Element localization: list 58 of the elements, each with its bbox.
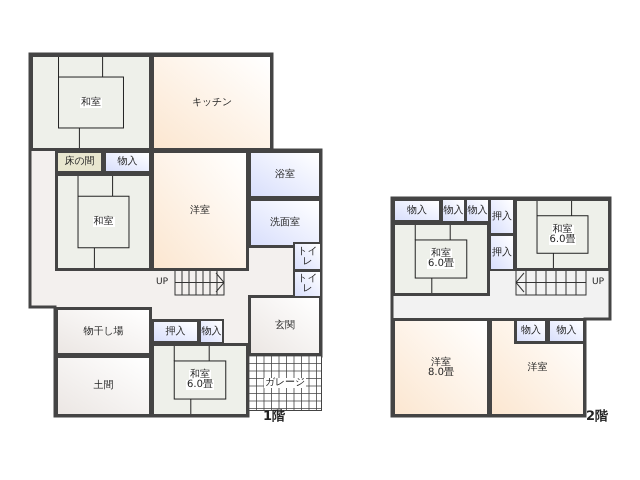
room-label: 6.0畳	[427, 259, 455, 269]
room-label: 物入	[444, 206, 464, 216]
room	[392, 198, 442, 223]
room-label: 物入	[556, 326, 576, 336]
stairs-direction-label: UP	[156, 278, 168, 287]
room	[55, 150, 104, 174]
room	[103, 150, 152, 174]
room-label: トイレ	[296, 246, 318, 266]
room-label: 和室	[552, 224, 574, 234]
room	[489, 234, 515, 271]
floor-label: 1階	[263, 410, 286, 423]
room-label: 6.0畳	[186, 380, 214, 390]
room-label: 床の間	[64, 157, 94, 167]
room-label: 和室	[92, 217, 114, 227]
floor-label: 2階	[586, 410, 608, 423]
room-label: 物入	[407, 206, 427, 216]
room-label: 和室	[189, 370, 211, 380]
room-label: トイレ	[296, 274, 318, 294]
room	[151, 54, 273, 151]
room-label: 土間	[94, 381, 114, 391]
room-label: 物入	[118, 157, 138, 167]
room-label: 物入	[521, 326, 541, 336]
room-label: 6.0畳	[548, 234, 576, 244]
room-label: 物入	[468, 206, 488, 216]
room-label: 押入	[492, 212, 512, 222]
room	[465, 198, 490, 223]
room	[441, 198, 466, 223]
room-label: 物干し場	[84, 326, 124, 336]
room-label: 洗面室	[270, 218, 300, 228]
room	[151, 319, 200, 344]
room	[514, 318, 548, 344]
room-label: キッチン	[192, 98, 232, 108]
room	[55, 355, 152, 417]
room	[489, 318, 586, 417]
room-label: 玄関	[275, 320, 295, 330]
room-label: 押入	[166, 326, 186, 336]
room-label: 洋室	[190, 206, 210, 216]
room-label: 8.0畳	[428, 368, 454, 378]
room	[293, 242, 322, 271]
room	[293, 270, 322, 298]
room-label: 洋室	[431, 358, 451, 368]
room	[489, 198, 515, 235]
room	[547, 318, 586, 344]
room	[199, 319, 224, 344]
stairs-direction-label: UP	[592, 278, 604, 287]
room-label: ガレージ	[264, 378, 306, 388]
room-label: 押入	[492, 248, 512, 258]
room-label: 洋室	[528, 362, 548, 372]
room	[248, 198, 322, 248]
room	[55, 307, 152, 356]
room	[248, 150, 322, 199]
room	[392, 318, 490, 417]
room-label: 物入	[202, 326, 222, 336]
room-label: 和室	[430, 249, 452, 259]
room-label: 浴室	[275, 170, 295, 180]
room-label: 和室	[80, 98, 102, 108]
room	[151, 150, 249, 271]
room	[248, 295, 322, 356]
